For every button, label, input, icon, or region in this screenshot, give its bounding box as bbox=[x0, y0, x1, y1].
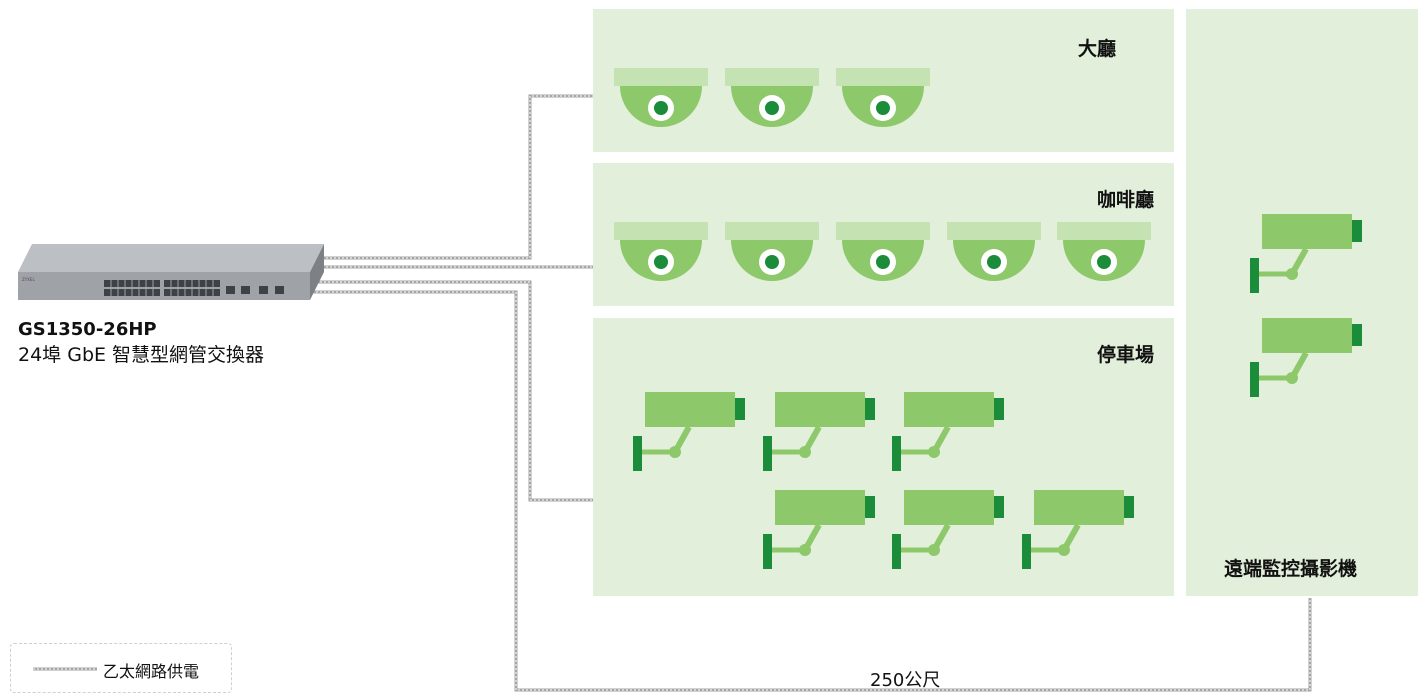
switch-description: 24埠 GbE 智慧型網管交換器 bbox=[18, 344, 265, 366]
poe-cable-parking bbox=[300, 280, 593, 502]
switch-label: GS1350-26HP 24埠 GbE 智慧型網管交換器 bbox=[18, 318, 264, 368]
dome-camera-icon bbox=[725, 222, 819, 281]
bullet-camera-icon bbox=[633, 392, 745, 471]
dome-camera-icon bbox=[614, 222, 708, 281]
dome-camera-icon bbox=[725, 68, 819, 127]
dome-camera-icon bbox=[614, 68, 708, 127]
bullet-camera-icon bbox=[763, 392, 875, 471]
bullet-camera-icon bbox=[892, 490, 1004, 569]
zone-remote: 遠端監控攝影機 bbox=[1186, 9, 1418, 596]
dome-camera-icon bbox=[947, 222, 1041, 281]
bullet-camera-icon bbox=[1250, 214, 1362, 293]
zone-parking: 停車場 bbox=[593, 318, 1174, 596]
dome-camera-icon bbox=[836, 68, 930, 127]
switch-model: GS1350-26HP bbox=[18, 319, 157, 340]
distance-label: 250公尺 bbox=[870, 670, 941, 691]
zone-title-remote: 遠端監控攝影機 bbox=[1224, 558, 1358, 580]
poe-cable-legend-icon bbox=[33, 667, 97, 671]
bullet-camera-icon bbox=[763, 490, 875, 569]
poe-cable-lobby bbox=[318, 94, 593, 260]
legend: 乙太網路供電 bbox=[10, 643, 232, 693]
zone-title-parking: 停車場 bbox=[1097, 344, 1155, 366]
zone-title-lobby: 大廳 bbox=[1078, 38, 1117, 60]
legend-label: 乙太網路供電 bbox=[103, 662, 200, 681]
switch-brand-label: ZYXEL bbox=[22, 277, 35, 282]
network-switch-icon: ZYXEL bbox=[18, 244, 324, 300]
bullet-camera-icon bbox=[892, 392, 1004, 471]
dome-camera-icon bbox=[1057, 222, 1151, 281]
zone-title-cafe: 咖啡廳 bbox=[1097, 189, 1155, 211]
bullet-camera-icon bbox=[1250, 318, 1362, 397]
bullet-camera-icon bbox=[1022, 490, 1134, 569]
dome-camera-icon bbox=[836, 222, 930, 281]
